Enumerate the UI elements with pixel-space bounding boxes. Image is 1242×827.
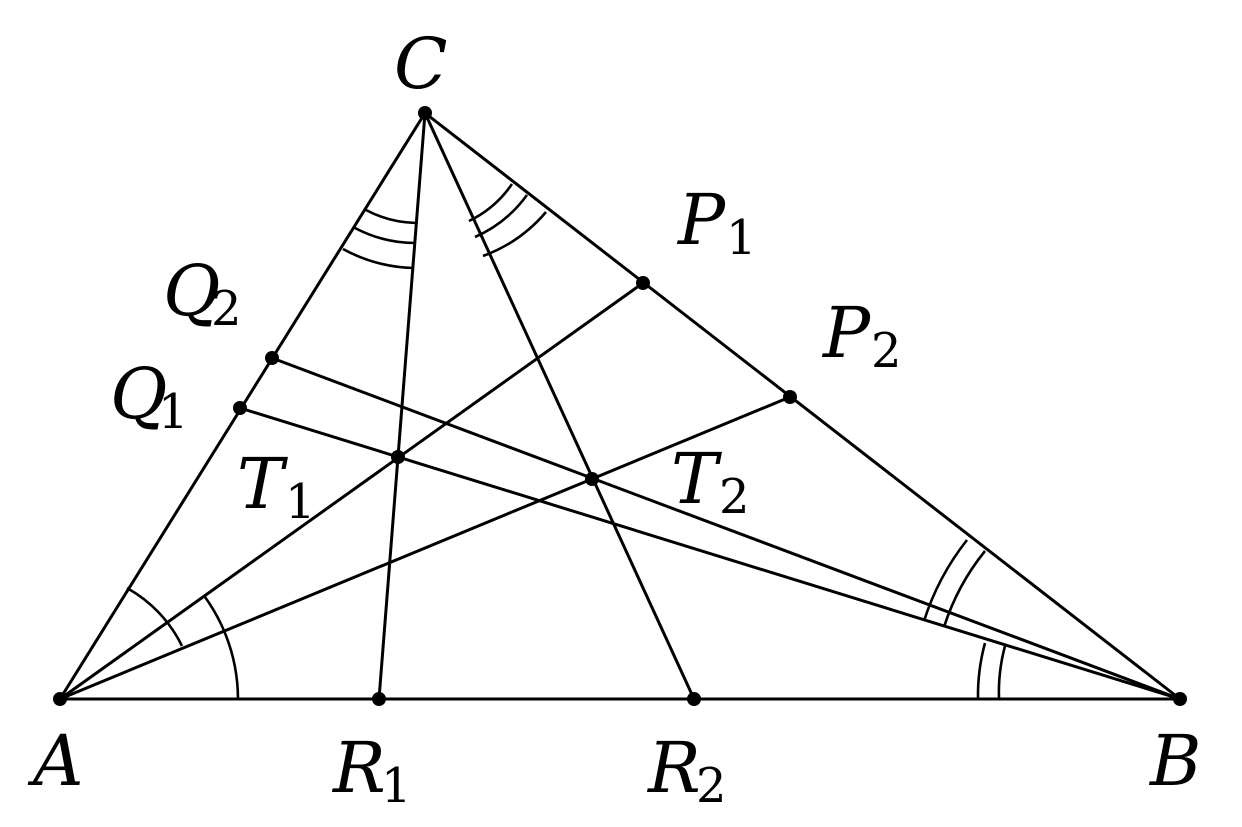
angle-marks (126, 183, 1007, 700)
angle-arc-c-acr1-2 (354, 226, 416, 245)
point-p2 (783, 390, 797, 404)
label-p1-subscript: 1 (726, 210, 757, 266)
angle-arc-b-q2bc-outer (922, 539, 969, 622)
label-q1: Q (110, 353, 167, 435)
point-b (1173, 692, 1187, 706)
points (53, 106, 1187, 706)
label-p2-subscript: 2 (871, 323, 902, 379)
label-p1: P (676, 179, 727, 261)
point-r2 (687, 692, 701, 706)
label-t1: T (237, 443, 288, 525)
angle-arc-a-p1ac (126, 586, 184, 647)
segment-b-c (423, 111, 1182, 701)
label-r2-subscript: 2 (696, 758, 727, 814)
segment-c-r2 (423, 111, 696, 701)
angle-arc-b-q2bc-inner (942, 550, 987, 628)
point-p1 (636, 276, 650, 290)
point-q1 (233, 401, 247, 415)
point-q2 (265, 351, 279, 365)
label-a: A (27, 720, 84, 802)
label-b: B (1148, 720, 1201, 802)
segments (58, 111, 1182, 701)
label-t2-subscript: 2 (719, 469, 750, 525)
point-t1 (391, 450, 405, 464)
angle-arc-c-acr1-3 (342, 247, 414, 270)
angle-arc-b-abq1-outer (976, 642, 987, 700)
angle-arc-a-bap2-end (203, 596, 223, 625)
angle-arc-a-bap2 (219, 623, 240, 700)
point-r1 (372, 692, 386, 706)
angle-arc-c-r2cb-2 (474, 194, 529, 239)
point-c (418, 106, 432, 120)
angle-arc-c-r2cb-3 (482, 211, 547, 258)
point-t2 (585, 472, 599, 486)
angle-arc-c-r2cb-1 (468, 183, 514, 223)
label-r2: R (646, 727, 701, 809)
label-q1-subscript: 1 (158, 384, 189, 440)
label-q2: Q (163, 250, 220, 332)
label-t2: T (671, 438, 722, 520)
angle-arc-b-abq1-inner (997, 645, 1007, 700)
segment-c-r1 (377, 111, 427, 701)
segment-a-p2 (58, 395, 792, 701)
segment-a-p1 (58, 281, 645, 701)
label-p2: P (821, 292, 872, 374)
segment-b-q2 (270, 356, 1182, 701)
angle-arc-c-acr1-1 (365, 208, 417, 225)
label-r1: R (331, 727, 386, 809)
label-c: C (394, 23, 448, 105)
label-t1-subscript: 1 (285, 474, 316, 530)
point-a (53, 692, 67, 706)
label-r1-subscript: 1 (381, 758, 412, 814)
label-q2-subscript: 2 (211, 281, 242, 337)
